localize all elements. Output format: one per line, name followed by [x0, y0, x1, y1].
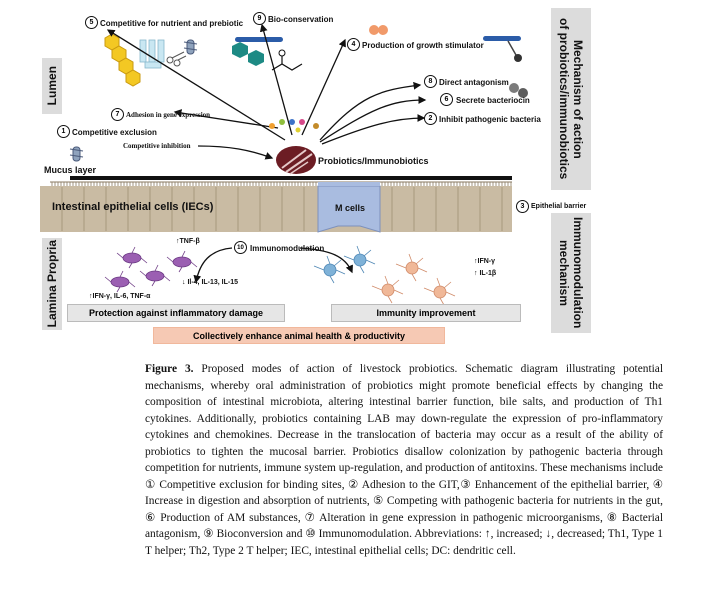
mechanism-label-box: Mechanism of action of probiotics/immuno…: [551, 8, 591, 190]
label-competitive-exclusion: Competitive exclusion: [72, 128, 157, 137]
pathogen-bacterium-icon-1: [69, 146, 84, 162]
label-adhesion-gene: Adhesion in gene expression: [126, 111, 211, 119]
molecule-icon-9: [232, 37, 303, 71]
protection-bar: Protection against inflammatory damage: [67, 304, 285, 322]
immunity-bar: Immunity improvement: [331, 304, 521, 322]
cell-borders: [61, 187, 503, 231]
label-ifn-right: ↑IFN-γ: [474, 258, 495, 265]
number-10: 10: [234, 241, 247, 254]
number-3: 3: [516, 200, 529, 213]
mechanism-diagram: [40, 23, 528, 306]
prebiotic-hexagons-icon: [104, 33, 141, 87]
label-growth-stimulator: Production of growth stimulator: [362, 41, 484, 50]
nutrient-tubes-icon: [139, 39, 165, 69]
figure-3: Mechanism of action of probiotics/immuno…: [40, 8, 591, 344]
microvilli-ticks: [51, 182, 512, 186]
lamina-propria-label-box: Lamina Propria: [42, 238, 62, 330]
growth-stimulator-icon: [369, 25, 522, 62]
label-il1b: ↑ IL-1β: [474, 270, 497, 277]
number-7: 7: [111, 108, 124, 121]
label-tnf-beta: ↑TNF-β: [176, 238, 200, 245]
number-5: 5: [85, 16, 98, 29]
number-1: 1: [57, 125, 70, 138]
label-competitive-nutrient: Competitive for nutrient and prebiotic: [100, 19, 244, 28]
scissors-icon: [166, 51, 187, 67]
number-4: 4: [347, 38, 360, 51]
lumen-label-box: Lumen: [42, 58, 62, 114]
number-6: 6: [440, 93, 453, 106]
dendritic-cells-peach: [371, 253, 456, 306]
mucus-layer: [70, 176, 512, 180]
number-2: 2: [424, 112, 437, 125]
label-bio-conservation: Bio-conservation: [268, 15, 334, 24]
label-ifn-left: ↑IFN-γ, IL-6, TNF-α: [89, 293, 151, 300]
immunomodulation-label-box: Immunomodulation mechanism: [551, 213, 591, 333]
number-9: 9: [253, 12, 266, 25]
epithelium-band: [40, 186, 512, 232]
label-direct-antagonism: Direct antagonism: [439, 78, 509, 87]
figure-caption: Figure 3. Proposed modes of action of li…: [145, 361, 663, 559]
caption-text: Proposed modes of action of livestock pr…: [145, 363, 663, 557]
label-m-cells: M cells: [335, 203, 366, 213]
label-secrete-bacteriocin: Secrete bacteriocin: [456, 96, 530, 105]
mechanism-label: Mechanism of action of probiotics/immuno…: [557, 18, 585, 180]
pathogen-bacterium-icon-5: [183, 39, 198, 55]
probiotic-cell-icon: [276, 146, 316, 175]
label-mucus-layer: Mucus layer: [44, 165, 97, 175]
caption-label: Figure 3.: [145, 363, 194, 375]
label-competitive-inhibition: Competitive inhibition: [123, 142, 191, 150]
label-immunomodulation: Immunomodulation: [250, 244, 325, 253]
label-epithelial-barrier: Epithelial barrier: [531, 203, 587, 210]
dendritic-cells-blue: [313, 245, 376, 284]
pathogen-bacterium-icon-8: [509, 83, 528, 98]
purple-immune-cells: [104, 246, 198, 293]
number-8: 8: [424, 75, 437, 88]
label-inhibit-pathogenic: Inhibit pathogenic bacteria: [439, 115, 541, 124]
probiotic-signal-dots: [269, 119, 319, 133]
label-iec: Intestinal epithelial cells (IECs): [52, 201, 214, 213]
label-probiotics: Probiotics/Immunobiotics: [318, 156, 429, 166]
collective-bar: Collectively enhance animal health & pro…: [153, 327, 445, 344]
label-il-down: ↓ Il-4, IL-13, IL-15: [182, 279, 239, 286]
immunomodulation-label: Immunomodulation mechanism: [557, 217, 585, 329]
